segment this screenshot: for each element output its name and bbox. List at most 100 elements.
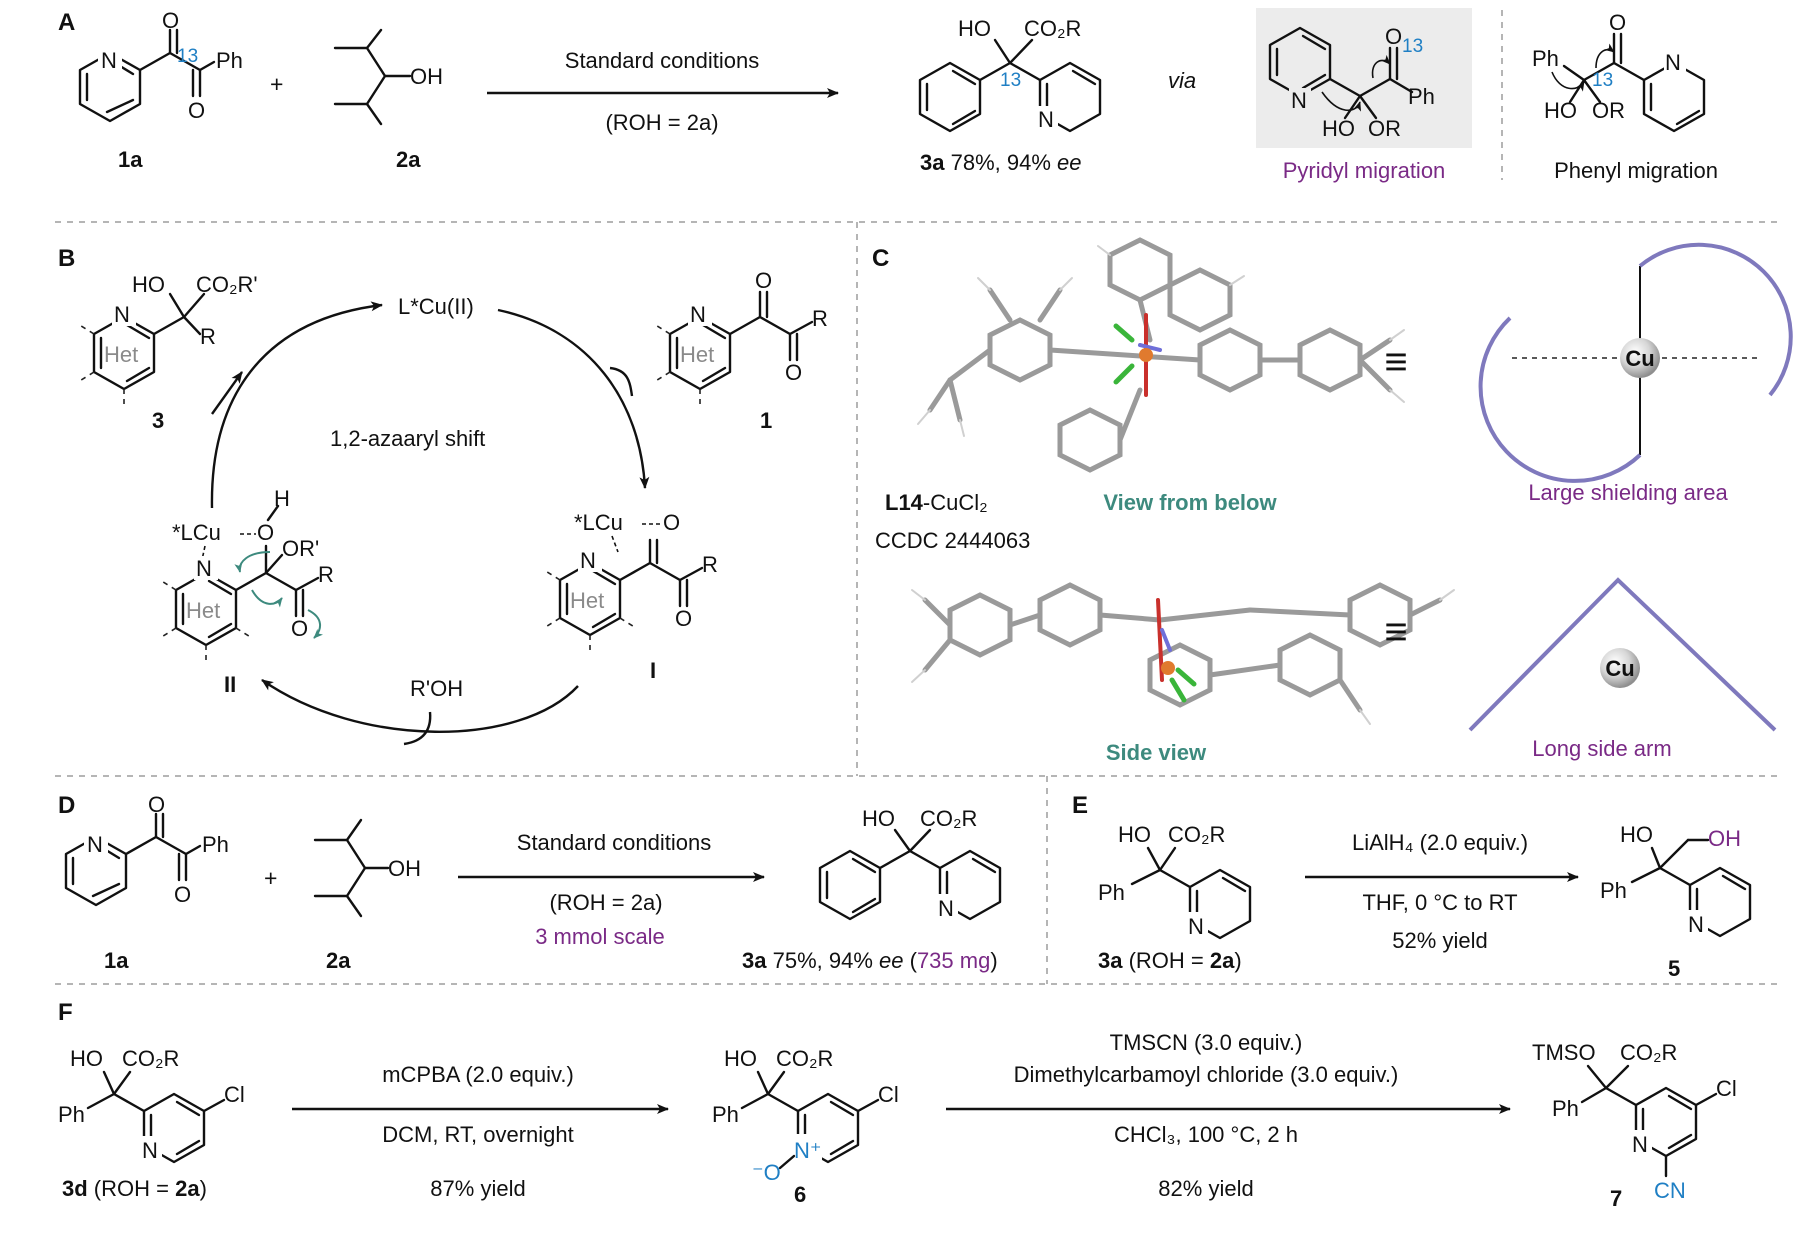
- atom-ho: HO: [1620, 822, 1653, 847]
- step2-conditions: CHCl₃, 100 °C, 2 h: [1114, 1122, 1298, 1147]
- compound-3d-structure: HO CO₂R Ph N Cl: [58, 1046, 245, 1164]
- atom-oh: OH: [410, 64, 443, 89]
- het-label: Het: [104, 342, 138, 367]
- atom-ho: HO: [1322, 116, 1355, 141]
- cu-atom: Cu: [1605, 656, 1634, 681]
- atom-co2r-prime: CO₂R': [196, 272, 258, 297]
- het-label: Het: [570, 588, 604, 613]
- atom-n: N: [114, 302, 130, 327]
- atom-oh: OH: [388, 856, 421, 881]
- compound-6-structure: HO CO₂R Ph N⁺ ⁻O Cl: [712, 1046, 899, 1185]
- atom-n: N: [87, 832, 103, 857]
- atom-n: N: [1665, 50, 1681, 75]
- yield-3a-scaleup: 3a 75%, 94% ee (735 mg): [742, 948, 998, 973]
- atom-ho: HO: [958, 16, 991, 41]
- alcohol-label: R'OH: [410, 676, 463, 701]
- substrate-entry: [609, 366, 634, 397]
- atom-o: O: [675, 606, 692, 631]
- het-label: Het: [680, 342, 714, 367]
- panel-b: N Het HO CO₂R' R 3 L*Cu(II) 1,2-azaaryl …: [77, 268, 828, 746]
- compound-label-1a: 1a: [118, 147, 143, 172]
- label-13c: 13: [177, 46, 198, 67]
- atom-co2r: CO₂R: [920, 806, 977, 831]
- compound-label-3: 3: [152, 408, 164, 433]
- atom-n: N: [1038, 107, 1054, 132]
- step1-conditions: DCM, RT, overnight: [382, 1122, 574, 1147]
- cycle-arrow-to-catalyst: [210, 301, 383, 509]
- atom-cn: CN: [1654, 1178, 1686, 1203]
- intermediate-ii-structure: *LCu O H N Het OR' O R: [159, 486, 334, 664]
- crystal-structure-side-view: [911, 582, 1455, 725]
- atom-n: N: [938, 896, 954, 921]
- atom-n: N: [580, 548, 596, 573]
- conditions-text: THF, 0 °C to RT: [1362, 890, 1517, 915]
- label-13c: 13: [1402, 36, 1423, 57]
- pyridyl-migration-caption: Pyridyl migration: [1283, 158, 1446, 183]
- panel-label-d: D: [58, 792, 75, 819]
- atom-ph: Ph: [1552, 1096, 1579, 1121]
- atom-ho: HO: [70, 1046, 103, 1071]
- atom-o: O: [148, 792, 165, 817]
- compound-label-1a: 1a: [104, 948, 129, 973]
- compound-3a-structure: HO CO₂R Ph N: [1098, 822, 1252, 940]
- atom-o: O: [162, 8, 179, 33]
- atom-n: N: [101, 48, 117, 73]
- catalyst-label: L*Cu(II): [398, 294, 474, 319]
- panel-label-f: F: [58, 999, 73, 1026]
- panel-e: HO CO₂R Ph N 3a (ROH = 2a) LiAlH₄ (2.0 e…: [1098, 822, 1752, 981]
- atom-co2r: CO₂R: [122, 1046, 179, 1071]
- pyridyl-migration-box: [1256, 8, 1472, 148]
- atom-co2r: CO₂R: [1620, 1040, 1677, 1065]
- atom-ph: Ph: [216, 48, 243, 73]
- phenyl-migration-ts: Ph O N HO OR 13: [1532, 10, 1706, 133]
- large-shielding-caption: Large shielding area: [1528, 480, 1728, 505]
- label-13c: 13: [1000, 70, 1021, 91]
- release-arrow: [211, 371, 243, 415]
- compound-label-3a-e: 3a (ROH = 2a): [1098, 948, 1242, 973]
- atom-ho: HO: [1544, 98, 1577, 123]
- atom-r: R: [812, 306, 828, 331]
- atom-o-minus: ⁻O: [752, 1160, 781, 1185]
- atom-h: H: [274, 486, 290, 511]
- panel-label-a: A: [58, 9, 75, 36]
- atom-r: R: [702, 552, 718, 577]
- compound-5-structure: HO OH Ph N: [1600, 822, 1752, 938]
- cycle-arrow-to-ii: [261, 679, 579, 733]
- atom-n: N: [196, 556, 212, 581]
- compound-3-structure: N Het HO CO₂R' R: [77, 272, 258, 408]
- atom-ho: HO: [724, 1046, 757, 1071]
- atom-or: OR: [1592, 98, 1625, 123]
- compound-label-2a: 2a: [396, 147, 421, 172]
- yield-text: 52% yield: [1392, 928, 1487, 953]
- atom-ph: Ph: [202, 832, 229, 857]
- intermediate-label-ii: II: [224, 672, 236, 697]
- compound-label-6: 6: [794, 1182, 806, 1207]
- atom-n: N: [1291, 88, 1307, 113]
- panel-d: N O O Ph 1a + OH 2a Standard conditions …: [64, 792, 1002, 973]
- atom-ph: Ph: [1408, 84, 1435, 109]
- compound-label-5: 5: [1668, 956, 1680, 981]
- atom-r: R: [200, 324, 216, 349]
- atom-tmso: TMSO: [1532, 1040, 1596, 1065]
- atom-cl: Cl: [1716, 1076, 1737, 1101]
- shift-label: 1,2-azaaryl shift: [330, 426, 485, 451]
- panel-f: HO CO₂R Ph N Cl 3d (ROH = 2a) mCPBA (2.0…: [58, 1030, 1737, 1211]
- ligand-name: L14-CuCl₂: [885, 490, 988, 515]
- view-below-caption: View from below: [1103, 490, 1277, 515]
- compound-label-7: 7: [1610, 1186, 1622, 1211]
- panel-a: N O O Ph 13 1a + OH 2a Standard conditio…: [78, 8, 1718, 183]
- atom-ho: HO: [132, 272, 165, 297]
- shielding-schematic: Cu: [1478, 242, 1793, 483]
- plus-sign: +: [264, 865, 277, 891]
- step1-yield: 87% yield: [430, 1176, 525, 1201]
- compound-2a-structure: OH: [333, 28, 443, 126]
- atom-n: N: [1688, 912, 1704, 937]
- atom-oh: OH: [1708, 826, 1741, 851]
- via-text: via: [1168, 68, 1196, 93]
- atom-o: O: [188, 98, 205, 123]
- step2-reagent-2: Dimethylcarbamoyl chloride (3.0 equiv.): [1014, 1062, 1399, 1087]
- atom-n: N: [142, 1138, 158, 1163]
- atom-o: O: [1385, 24, 1402, 49]
